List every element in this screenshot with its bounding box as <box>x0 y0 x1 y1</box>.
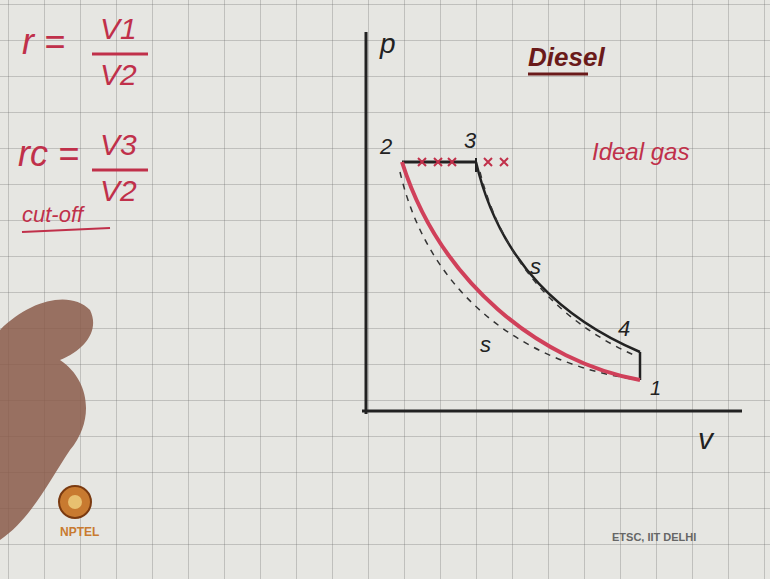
process-mark: s <box>480 334 491 356</box>
cross-marks <box>418 158 508 166</box>
volume-symbol: V2 <box>100 176 137 206</box>
nptel-logo-center <box>68 495 82 509</box>
state-number: 4 <box>618 318 630 340</box>
state-number: 2 <box>380 136 392 158</box>
hand-shadow <box>0 300 93 540</box>
dashed-curve <box>400 172 640 380</box>
volume-axis <box>362 410 742 413</box>
axis-label: v <box>698 424 713 454</box>
volume-symbol: V3 <box>100 130 137 160</box>
ratio-symbol: r = <box>22 24 65 60</box>
ratio-symbol: rc = <box>18 136 79 172</box>
volume-symbol: V2 <box>100 60 137 90</box>
state-number: 1 <box>650 378 661 398</box>
annotation: Ideal gas <box>592 140 689 164</box>
underline <box>22 228 110 232</box>
watermark: NPTEL <box>60 526 99 538</box>
watermark: ETSC, IIT DELHI <box>612 532 696 543</box>
volume-symbol: V1 <box>100 14 137 44</box>
annotation: cut-off <box>22 204 83 226</box>
axis-label: p <box>380 30 396 58</box>
underline <box>528 73 588 76</box>
fraction-bar <box>92 169 148 172</box>
heat-rejection-line <box>639 352 642 380</box>
diagram-title: Diesel <box>528 44 605 70</box>
process-mark: s <box>530 256 541 278</box>
dashed-curve <box>480 172 636 356</box>
expansion-curve <box>476 162 640 352</box>
pressure-axis <box>365 32 368 414</box>
state-number: 3 <box>464 130 476 152</box>
nptel-logo <box>59 486 91 518</box>
fraction-bar <box>92 53 148 56</box>
compression-curve <box>402 162 640 380</box>
